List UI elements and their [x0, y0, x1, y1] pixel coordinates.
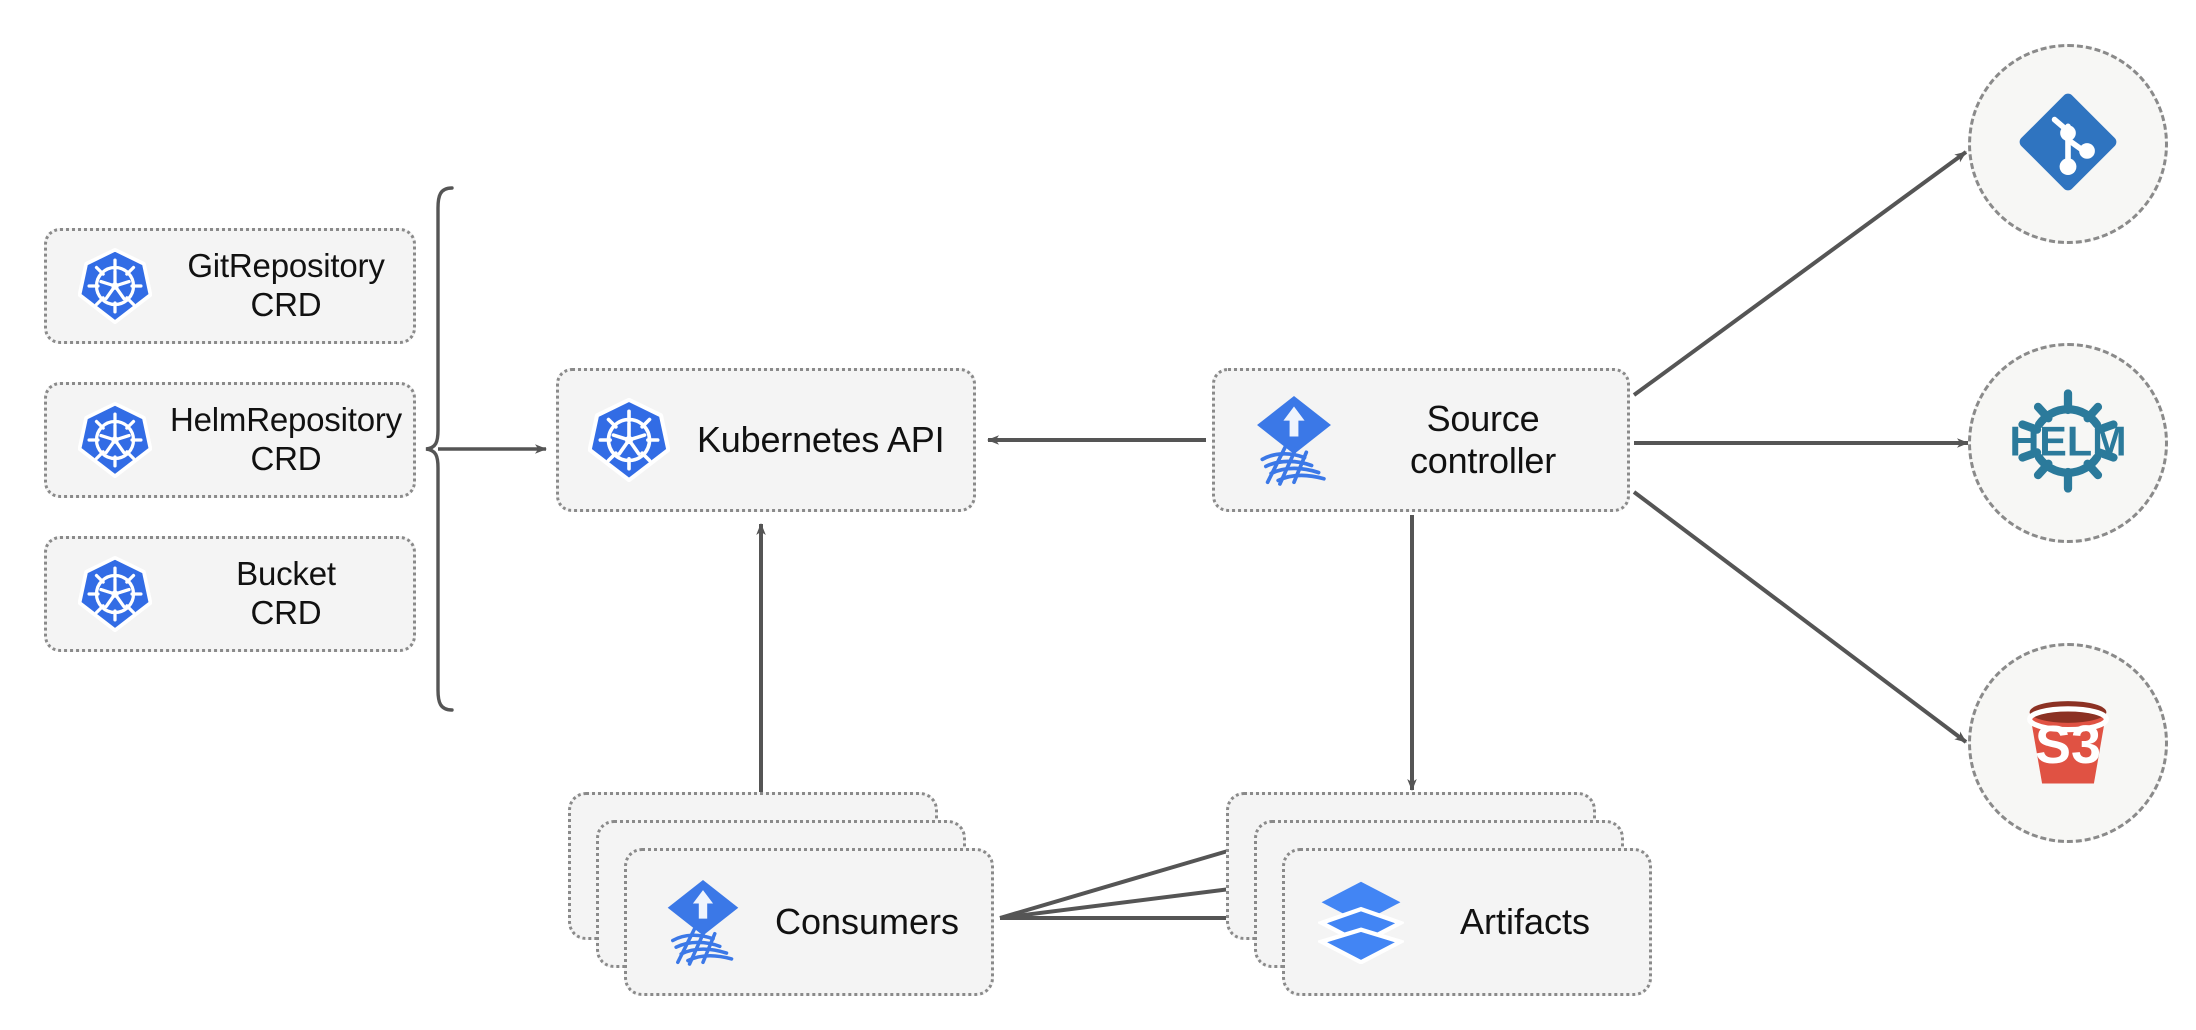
helm-wordmark: HELM	[2009, 418, 2126, 464]
source-controller-node[interactable]: Source controller	[1212, 368, 1630, 512]
source-controller-label: Source controller	[1409, 397, 1557, 481]
crd-card-bucket[interactable]: Bucket CRD	[44, 536, 416, 652]
crd-card-helmrepository[interactable]: HelmRepository CRD	[44, 382, 416, 498]
git-icon	[2012, 86, 2124, 203]
s3-bucket-icon: S3	[2011, 684, 2125, 803]
crd-group-bracket	[425, 186, 547, 712]
edge-source-to-git	[1632, 150, 1968, 397]
external-helm[interactable]: HELM	[1968, 343, 2168, 543]
consumers-label: Consumers	[774, 901, 960, 942]
layers-icon	[1309, 880, 1413, 964]
crd-card-gitrepository[interactable]: GitRepository CRD	[44, 228, 416, 344]
crd-label: Bucket CRD	[236, 555, 336, 631]
artifacts-label: Artifacts	[1459, 901, 1591, 942]
flux-icon	[651, 878, 755, 966]
kubernetes-api-node[interactable]: Kubernetes API	[556, 368, 976, 512]
helm-icon: HELM	[2006, 379, 2130, 508]
kubernetes-icon	[61, 248, 169, 324]
external-s3[interactable]: S3	[1968, 643, 2168, 843]
edge-source-to-s3	[1632, 490, 1968, 744]
kubernetes-api-label: Kubernetes API	[697, 418, 945, 460]
artifacts-card-front[interactable]: Artifacts	[1282, 848, 1652, 996]
crd-label: GitRepository CRD	[187, 247, 385, 323]
edge-consumers-to-artifacts-1	[999, 846, 1239, 920]
kubernetes-icon	[61, 556, 169, 632]
kubernetes-icon	[61, 402, 169, 478]
s3-wordmark: S3	[2035, 714, 2101, 774]
external-git[interactable]	[1968, 44, 2168, 244]
crd-label: HelmRepository CRD	[170, 401, 402, 477]
consumers-card-front[interactable]: Consumers	[624, 848, 994, 996]
flux-icon	[1239, 394, 1349, 486]
kubernetes-icon	[575, 398, 683, 482]
